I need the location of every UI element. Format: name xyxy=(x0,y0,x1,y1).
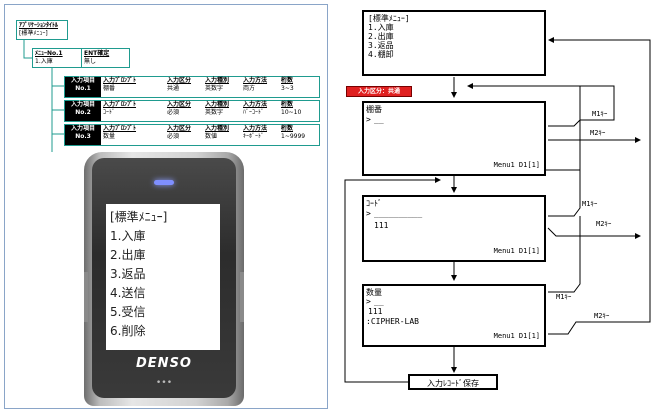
kubun-header: 入力区分 xyxy=(167,125,192,132)
brand-logo: DENSO xyxy=(136,356,192,371)
keta-header: 桁数 xyxy=(281,77,294,84)
shubetsu-header: 入力種別 xyxy=(205,125,230,132)
screen-input-line: __________ xyxy=(374,209,423,218)
prompt-value: ｺｰﾄﾞ xyxy=(103,109,116,116)
device-menu-item: 6.削除 xyxy=(110,324,146,338)
prompt-header: 入力ﾌﾟﾛﾝﾌﾟﾄ xyxy=(103,125,137,132)
kubun-value: 共通 xyxy=(167,85,180,92)
keta-value: 1~9999 xyxy=(281,133,306,140)
shubetsu-header: 入力種別 xyxy=(205,77,230,84)
screen-value-2: :CIPHER-LAB xyxy=(366,317,419,326)
flow-screen-1: 棚番 > __ Menu1 D1[1] xyxy=(362,101,546,176)
device-screen: [標準ﾒﾆｭｰ] 1.入庫 2.出庫 3.返品 4.送信 5.受信 6.削除 xyxy=(106,204,220,350)
ent-label: ENT確定 xyxy=(84,50,110,57)
houhou-header: 入力方法 xyxy=(243,77,268,84)
keta-header: 桁数 xyxy=(281,101,294,108)
key-label-m1: M1ｷｰ xyxy=(582,200,598,208)
screen-cursor: > xyxy=(366,209,371,218)
houhou-header: 入力方法 xyxy=(243,101,268,108)
keta-value: 3~3 xyxy=(281,85,294,92)
menu-no-value: 1.入庫 xyxy=(35,58,53,65)
device-menu-item: 4.送信 xyxy=(110,286,146,300)
device-menu-item: 1.入庫 xyxy=(110,229,146,243)
shubetsu-value: 英数字 xyxy=(205,85,224,92)
device-menu-item: 2.出庫 xyxy=(110,248,146,262)
screen-cursor: > xyxy=(366,297,371,306)
flow-screen-2: ｺｰﾄﾞ > __________ 111 Menu1 D1[1] xyxy=(362,195,546,262)
houhou-value: 両方 xyxy=(243,85,256,92)
device-menu-item: 5.受信 xyxy=(110,305,146,319)
screen-cursor: > xyxy=(366,115,371,124)
ent-value: 無し xyxy=(84,58,97,65)
key-label-m2: M2ｷｰ xyxy=(594,312,610,320)
tree-lines xyxy=(23,38,64,152)
key-label-m2: M2ｷｰ xyxy=(590,129,606,137)
houhou-header: 入力方法 xyxy=(243,125,268,132)
app-title-label: ｱﾌﾟﾘｹｰｼｮﾝﾀｲﾄﾙ xyxy=(19,22,59,29)
screen-label: 数量 xyxy=(366,288,382,297)
led-indicator xyxy=(154,180,174,185)
keta-value: 10~10 xyxy=(281,109,302,116)
flow-menu-item: 3.返品 xyxy=(368,41,394,50)
menu-no-box: ﾒﾆｭｰNo.1 1.入庫 ENT確定 無し xyxy=(32,48,130,68)
prompt-header: 入力ﾌﾟﾛﾝﾌﾟﾄ xyxy=(103,77,137,84)
device-screen-title: [標準ﾒﾆｭｰ] xyxy=(110,210,168,224)
key-label-m2: M2ｷｰ xyxy=(596,220,612,228)
prompt-value: 棚番 xyxy=(103,85,116,92)
menu-no-label: ﾒﾆｭｰNo.1 xyxy=(35,50,63,57)
screen-label: 棚番 xyxy=(366,105,382,114)
houhou-value: ﾊﾞｰｺｰﾄﾞ xyxy=(243,109,265,116)
prompt-value: 数量 xyxy=(103,133,116,140)
flow-screen-3: 数量 > __ 111 :CIPHER-LAB Menu1 D1[1] xyxy=(362,284,546,347)
screen-value: 111 xyxy=(374,221,389,230)
kubun-header: 入力区分 xyxy=(167,101,192,108)
flow-menu-item: 4.棚卸 xyxy=(368,50,394,59)
shubetsu-value: 数値 xyxy=(205,133,218,140)
screen-status: Menu1 D1[1] xyxy=(493,332,540,340)
key-label-m1: M1ｷｰ xyxy=(556,293,572,301)
flow-menu-title: [標準ﾒﾆｭｰ] xyxy=(368,14,410,23)
flow-menu-box: [標準ﾒﾆｭｰ] 1.入庫 2.出庫 3.返品 4.棚卸 xyxy=(362,10,546,76)
speaker-dots: ••• xyxy=(155,378,173,388)
shubetsu-value: 英数字 xyxy=(205,109,224,116)
save-record-box: 入力ﾚｺｰﾄﾞ保存 xyxy=(408,374,498,390)
key-label-m1: M1ｷｰ xyxy=(592,110,608,118)
app-title-box: ｱﾌﾟﾘｹｰｼｮﾝﾀｲﾄﾙ [標準ﾒﾆｭｰ] xyxy=(16,20,68,40)
screen-input-line: __ xyxy=(374,297,384,306)
app-title-value: [標準ﾒﾆｭｰ] xyxy=(19,30,48,37)
flow-menu-item: 1.入庫 xyxy=(368,23,394,32)
prompt-header: 入力ﾌﾟﾛﾝﾌﾟﾄ xyxy=(103,101,137,108)
kubun-value: 必須 xyxy=(167,109,180,116)
screen-input-line: __ xyxy=(374,115,384,124)
kubun-header: 入力区分 xyxy=(167,77,192,84)
input-kubun-tag: 入力区分：共通 xyxy=(346,86,412,97)
device-menu-item: 3.返品 xyxy=(110,267,146,281)
shubetsu-header: 入力種別 xyxy=(205,101,230,108)
keta-header: 桁数 xyxy=(281,125,294,132)
side-button-left[interactable] xyxy=(84,272,88,322)
houhou-value: ｷｰﾎﾞｰﾄﾞ xyxy=(243,133,265,140)
flow-menu-item: 2.出庫 xyxy=(368,32,394,41)
side-button-right[interactable] xyxy=(240,272,244,322)
kubun-value: 必須 xyxy=(167,133,180,140)
screen-label: ｺｰﾄﾞ xyxy=(366,199,382,208)
screen-status: Menu1 D1[1] xyxy=(493,161,540,169)
screen-value: 111 xyxy=(368,307,383,316)
screen-status: Menu1 D1[1] xyxy=(493,247,540,255)
handheld-device: [標準ﾒﾆｭｰ] 1.入庫 2.出庫 3.返品 4.送信 5.受信 6.削除 D… xyxy=(84,152,244,406)
